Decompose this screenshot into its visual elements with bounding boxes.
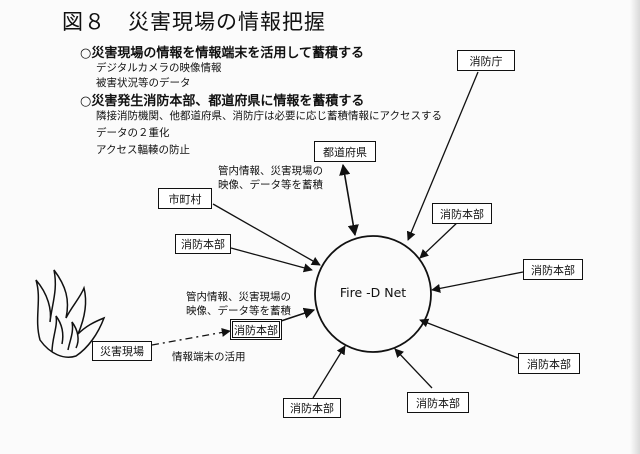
fire-d-net-circle: [314, 235, 432, 353]
section-2-item-3: アクセス輻輳の防止: [96, 144, 190, 156]
arrow-shobocho: [406, 71, 479, 241]
annotation-lower-line-1: 管内情報、災害現場の: [186, 291, 291, 303]
node-honbu-left: 消防本部: [175, 234, 231, 254]
arrow-honbu-e: [431, 271, 524, 293]
arrow-shichoson: [212, 203, 321, 266]
section-1-item-2: 被害状況等のデータ: [96, 77, 191, 89]
dashed-link-site-to-honbu: [151, 327, 231, 346]
arrow-honbu-left: [230, 247, 313, 273]
section-2-heading: ○災害発生消防本部、都道府県に情報を蓄積する: [80, 94, 365, 109]
node-todofuken: 都道府県: [314, 141, 376, 162]
arrow-honbu-sw: [312, 345, 346, 399]
section-1-heading: ○災害現場の情報を情報端末を活用して蓄積する: [80, 46, 364, 61]
arrow-honbu-s: [394, 348, 433, 389]
annotation-upper-line-1: 管内情報、災害現場の: [218, 165, 323, 177]
node-shichoson: 市町村: [158, 188, 212, 209]
node-honbu-e: 消防本部: [523, 259, 583, 280]
annotation-upper-line-2: 映像、データ等を蓄積: [218, 179, 323, 191]
arrow-honbu-se: [419, 318, 519, 359]
node-honbu-site: 消防本部: [230, 319, 282, 340]
annotation-terminal: 情報端末の活用: [172, 351, 246, 363]
node-honbu-s: 消防本部: [407, 392, 469, 413]
annotation-lower-line-2: 映像、データ等を蓄積: [186, 305, 291, 317]
node-shobocho: 消防庁: [457, 50, 515, 71]
fire-d-net-label: Fire -D Net: [339, 285, 407, 300]
node-saigai-genba: 災害現場: [92, 341, 152, 361]
arrow-todofuken: [339, 163, 359, 237]
section-2-item-2: データの２重化: [96, 127, 170, 139]
figure-title: 図８ 災害現場の情報把握: [62, 10, 326, 34]
fire-flames-icon: [35, 269, 106, 358]
node-honbu-ne: 消防本部: [432, 203, 492, 224]
node-honbu-se: 消防本部: [518, 353, 580, 374]
node-honbu-sw: 消防本部: [283, 398, 341, 418]
arrow-honbu-ne: [419, 219, 461, 259]
section-2-item-1: 隣接消防機関、他都道府県、消防庁は必要に応じ蓄積情報にアクセスする: [96, 110, 442, 122]
section-1-item-1: デジタルカメラの映像情報: [96, 62, 222, 74]
scan-edge-shadow: [630, 0, 640, 454]
